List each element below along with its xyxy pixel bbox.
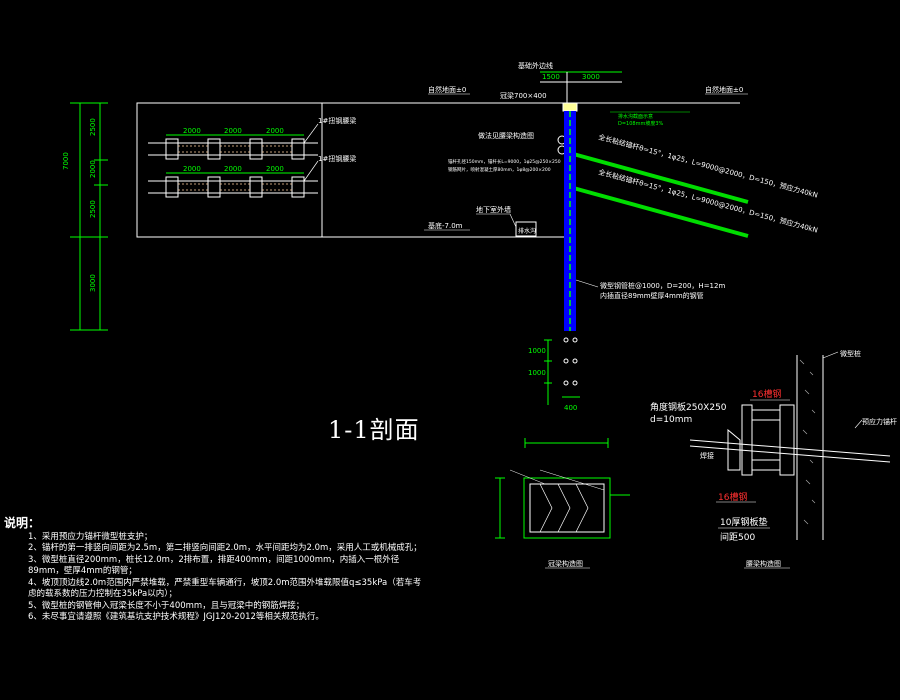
waist-beam-row-1: 2000 2000 2000 xyxy=(148,127,318,160)
section-title: 1-1剖面 xyxy=(328,416,420,444)
dim-2000-f: 2000 xyxy=(266,165,284,173)
note-item-4: 4、坡顶顶边线2.0m范围内严禁堆载，严禁重型车辆通行，坡顶2.0m范围外堆载限… xyxy=(28,577,422,600)
cap-beam-detail: 冠梁构造图 xyxy=(495,438,630,569)
waist-16-b: 16槽钢 xyxy=(718,491,747,503)
pile-plan-dims: 1000 1000 400 xyxy=(528,337,580,412)
pile-note-1: 微型钢管桩@1000，D=200，H=12m xyxy=(600,281,725,290)
pile-dim-1000a: 1000 xyxy=(528,347,546,355)
note-item-1: 1、采用预应力锚杆微型桩支护； xyxy=(28,531,153,542)
cap-beam-detail-title: 冠梁构造图 xyxy=(548,559,583,568)
drain-note-2: D=108mm坡度3% xyxy=(618,120,664,127)
waist-plate: 10厚钢板垫 xyxy=(720,516,767,528)
dim-2000-d: 2000 xyxy=(183,165,201,173)
waist-weld: 焊接 xyxy=(700,451,714,460)
waist-spacing: 间距500 xyxy=(720,531,755,543)
dim-left-total: 7000 xyxy=(62,152,70,170)
beam-note-1: 1#扭钢腰梁 xyxy=(318,116,356,125)
drain-note: 排水沟截面示意 xyxy=(618,113,653,120)
drain-box-label: 排水沟 xyxy=(518,227,536,235)
pile-top-line-label: 基础外边线 xyxy=(518,61,553,70)
note-item-5: 5、微型桩的钢管伸入冠梁长度不小于400mm，且与冠梁中的钢筋焊接； xyxy=(28,600,305,611)
dim-2000-e: 2000 xyxy=(224,165,242,173)
waist-detail-title: 腰梁构造图 xyxy=(746,559,781,568)
note-item-3: 3、微型桩直径200mm，桩长12.0m，2排布置，排距400mm，间距1000… xyxy=(28,554,400,577)
anchor-2 xyxy=(565,184,749,238)
ground-right: 自然地面±0 xyxy=(705,85,743,94)
dim-left-2500b: 2500 xyxy=(89,200,97,218)
anchor-1 xyxy=(565,150,749,204)
waist-h-steel: 角度钢板250X250 xyxy=(650,401,727,413)
left-dimension-chain: 7000 2500 2000 2500 3000 xyxy=(62,102,108,331)
beam-note-2: 1#扭钢腰梁 xyxy=(318,154,356,163)
note-item-6: 6、未尽事宜请遵照《建筑基坑支护技术规程》JGJ120-2012等相关规范执行。 xyxy=(28,612,324,622)
waist-spec-1: 锚杆孔径150mm，锚杆长L=9000，1φ25@250×250 xyxy=(448,158,561,165)
pit-bottom-label: 基底-7.0m xyxy=(428,221,463,230)
cap-beam xyxy=(562,102,578,112)
dim-2000-c: 2000 xyxy=(266,127,284,135)
waist-d: d=10mm xyxy=(650,415,692,425)
notes-block: 说明： 1、采用预应力锚杆微型桩支护； 2、锚杆的第一排竖向间距为2.5m，第二… xyxy=(4,516,424,624)
waist-beam-detail-label: 做法见腰梁构造图 xyxy=(478,131,534,140)
ground-left: 自然地面±0 xyxy=(428,85,466,94)
dim-left-2000: 2000 xyxy=(89,160,97,178)
waist-beam-row-2: 2000 2000 2000 xyxy=(148,165,318,198)
dim-1500: 1500 xyxy=(542,73,560,81)
dim-left-3000: 3000 xyxy=(89,274,97,292)
notes-heading: 说明： xyxy=(4,516,41,530)
pile-note-2: 内插直径89mm壁厚4mm的钢管 xyxy=(600,291,704,300)
cap-beam-label: 冠梁700×400 xyxy=(500,91,547,100)
dim-3000: 3000 xyxy=(582,73,600,81)
waist-pile-label: 微型桩 xyxy=(840,349,861,358)
dim-2000-b: 2000 xyxy=(224,127,242,135)
pile-dim-400: 400 xyxy=(564,404,577,412)
sump-label: 地下室外墙 xyxy=(476,205,511,214)
note-item-2: 2、锚杆的第一排竖向间距为2.5m，第二排竖向间距2.0m，水平间距均为2.0m… xyxy=(28,543,422,553)
waist-16-a: 16槽钢 xyxy=(752,388,781,400)
waist-detail: 微型桩 角度钢板250X250 d=10mm 16槽钢 16槽钢 焊接 预应力锚… xyxy=(650,349,897,569)
dim-2000-a: 2000 xyxy=(183,127,201,135)
waist-anchor-label: 预应力锚杆 xyxy=(862,417,897,426)
dim-left-2500: 2500 xyxy=(89,118,97,136)
pile-dim-1000b: 1000 xyxy=(528,369,546,377)
waist-spec-2: 钢筋网片，喷射混凝土厚80mm，1φ8@200×200 xyxy=(448,166,551,173)
